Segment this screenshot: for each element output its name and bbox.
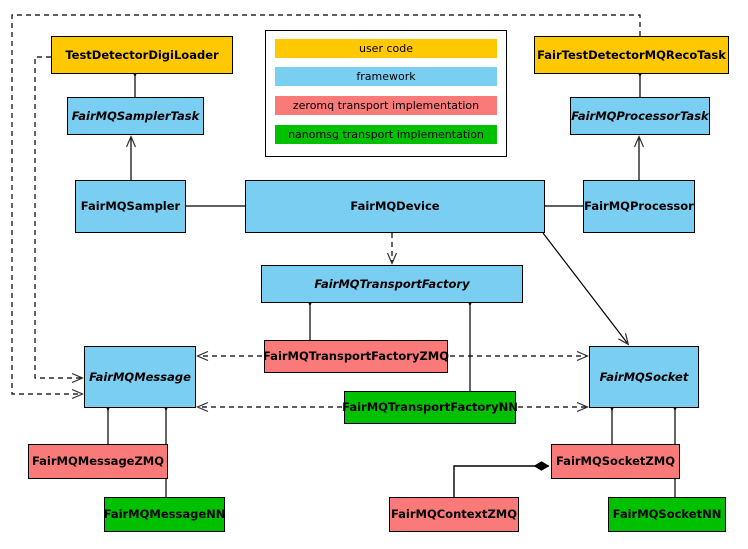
class-node-fairmqsocketzmq[interactable]: FairMQSocketZMQ <box>551 444 680 479</box>
legend-label-nanomsg: nanomsg transport implementation <box>288 128 484 141</box>
class-node-fairmqtransportfactory[interactable]: FairMQTransportFactory <box>261 265 523 303</box>
class-node-fairmqcontextzmq[interactable]: FairMQContextZMQ <box>389 497 519 532</box>
legend-label-zeromq: zeromq transport implementation <box>292 99 480 112</box>
class-node-fairmqmessagezmq[interactable]: FairMQMessageZMQ <box>28 444 168 479</box>
edge-device-to-socket <box>542 232 628 344</box>
legend-item-zeromq: zeromq transport implementation <box>275 96 497 115</box>
class-node-fairmqmessage[interactable]: FairMQMessage <box>84 346 196 408</box>
class-node-testdetectordigiloader[interactable]: TestDetectorDigiLoader <box>51 36 233 74</box>
class-node-fairtestdetectormqrecotask[interactable]: FairTestDetectorMQRecoTask <box>534 36 729 74</box>
class-node-fairmqdevice[interactable]: FairMQDevice <box>245 180 545 233</box>
legend: user code framework zeromq transport imp… <box>265 30 507 157</box>
class-node-fairmqsocket[interactable]: FairMQSocket <box>589 346 699 408</box>
legend-item-framework: framework <box>275 67 497 86</box>
legend-item-user-code: user code <box>275 39 497 58</box>
class-node-fairmqprocessortask[interactable]: FairMQProcessorTask <box>570 97 710 135</box>
class-node-fairmqsampler[interactable]: FairMQSampler <box>75 180 186 233</box>
class-node-fairmqtransportfactoryzmq[interactable]: FairMQTransportFactoryZMQ <box>263 340 449 373</box>
legend-label-framework: framework <box>356 70 416 83</box>
class-node-fairmqtransportfactorynn[interactable]: FairMQTransportFactoryNN <box>342 391 518 424</box>
class-node-fairmqmessagenn[interactable]: FairMQMessageNN <box>104 497 225 532</box>
class-node-fairmqsocketnn[interactable]: FairMQSocketNN <box>608 497 726 532</box>
class-node-fairmqsamplertask[interactable]: FairMQSamplerTask <box>67 97 204 135</box>
legend-item-nanomsg: nanomsg transport implementation <box>275 125 497 144</box>
class-node-fairmqprocessor[interactable]: FairMQProcessor <box>583 180 695 233</box>
legend-label-user-code: user code <box>358 42 414 55</box>
